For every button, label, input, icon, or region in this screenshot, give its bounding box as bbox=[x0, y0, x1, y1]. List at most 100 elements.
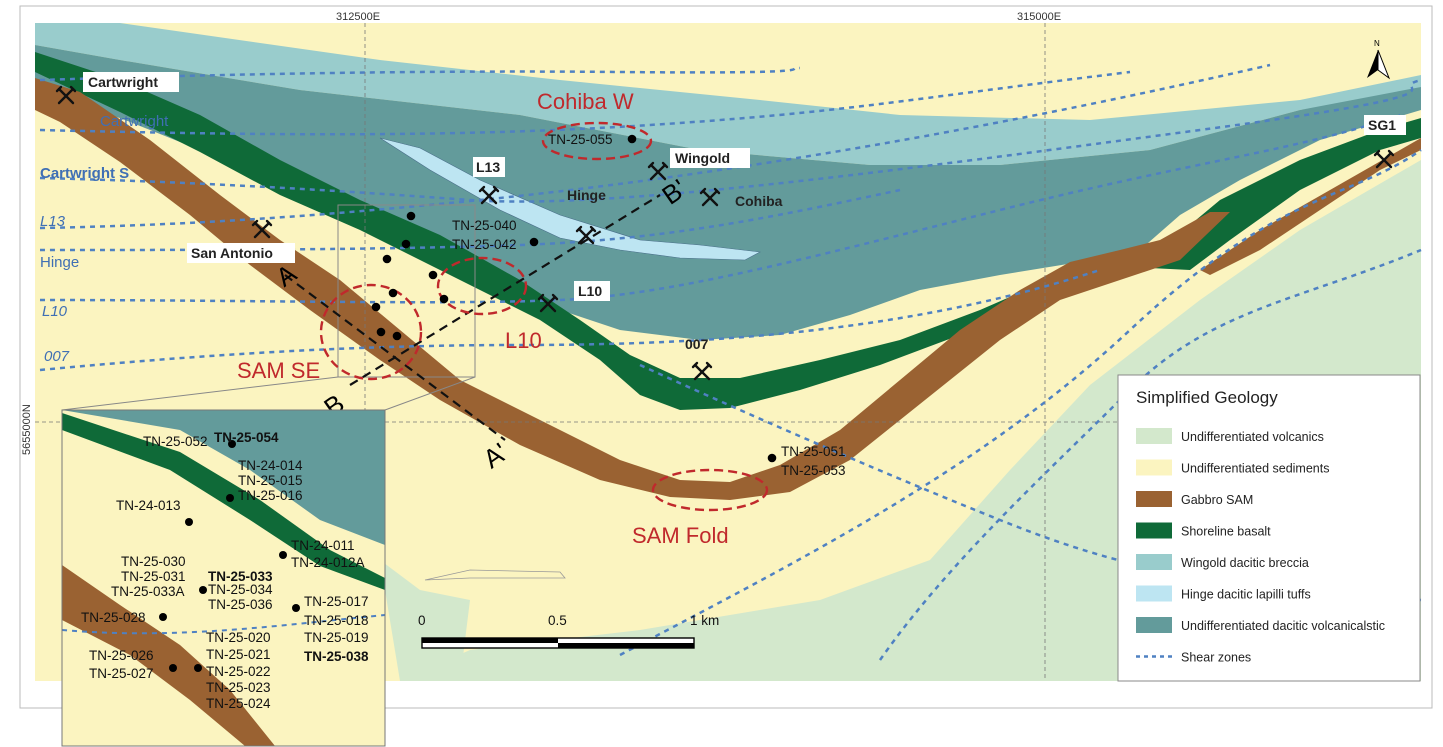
inset-extent-box bbox=[337, 204, 476, 378]
mine-icon bbox=[251, 219, 273, 239]
shear-zone-line bbox=[39, 63, 1271, 230]
drillhole-point bbox=[371, 302, 381, 312]
section-line-b bbox=[349, 194, 661, 386]
inset-drillhole-label: TN-25-017 bbox=[304, 594, 369, 609]
shear-label-cartwright: Cartwright bbox=[100, 113, 169, 130]
inset-drillhole-label: TN-25-026 bbox=[89, 648, 154, 663]
drillhole-label-fold-b: TN-25-053 bbox=[781, 463, 846, 478]
legend-item: Wingold dacitic breccia bbox=[1136, 554, 1309, 570]
inset-frame bbox=[61, 409, 386, 747]
target-label-sam-se: SAM SE bbox=[237, 358, 320, 383]
legend-swatch bbox=[1136, 617, 1172, 633]
scale-bar-segment bbox=[558, 643, 694, 648]
drillhole-point bbox=[159, 613, 167, 621]
drillhole-point bbox=[406, 211, 416, 221]
drillhole-point bbox=[767, 453, 777, 463]
inset-drillhole-label: TN-25-038 bbox=[304, 649, 369, 664]
legend-label: Undifferentiated sediments bbox=[1181, 462, 1329, 476]
legend-label: Undifferentiated dacitic volcanicalstic bbox=[1181, 619, 1385, 633]
mine-label-007: 007 bbox=[685, 336, 709, 352]
mine-label-box bbox=[473, 157, 505, 177]
inset-leader bbox=[61, 376, 339, 411]
drillhole-point bbox=[401, 239, 411, 249]
inset-drillhole-label: TN-25-034 bbox=[208, 582, 273, 597]
shear-zone-line bbox=[39, 268, 1101, 372]
scale-label-half: 0.5 bbox=[548, 613, 567, 628]
shear-label-007: 007 bbox=[44, 348, 70, 365]
drillhole-point bbox=[388, 288, 398, 298]
north-arrow-left bbox=[1367, 50, 1378, 78]
legend-item: Undifferentiated sediments bbox=[1136, 459, 1329, 476]
inset-basalt bbox=[62, 413, 385, 590]
target-ellipse-sam-se bbox=[319, 283, 423, 381]
legend-swatch bbox=[1136, 459, 1172, 476]
legend-item: Shoreline basalt bbox=[1136, 522, 1271, 539]
shoreline-feature bbox=[424, 569, 566, 581]
drillhole-dots bbox=[371, 134, 777, 463]
legend-item: Undifferentiated volcanics bbox=[1136, 428, 1324, 444]
northing-label: 5655000N bbox=[21, 404, 33, 455]
drillhole-point bbox=[428, 270, 438, 280]
drillhole-point bbox=[627, 134, 637, 144]
mine-icon bbox=[691, 361, 713, 381]
shear-label-cartwright-s: Cartwright S bbox=[40, 165, 129, 182]
inset-drillhole-label: TN-25-020 bbox=[206, 630, 271, 645]
mine-label-box bbox=[83, 72, 179, 92]
shear-label-l13: L13 bbox=[40, 213, 66, 230]
mine-icon bbox=[55, 85, 77, 105]
breccia-band bbox=[35, 23, 1421, 165]
inset-drillhole-label: TN-25-031 bbox=[121, 569, 186, 584]
drillhole-point bbox=[185, 518, 193, 526]
mine-label-box bbox=[1364, 115, 1406, 135]
inset-drillhole-label: TN-25-021 bbox=[206, 647, 271, 662]
inset-drillhole-label: TN-25-036 bbox=[208, 597, 273, 612]
drillhole-label-l13-b: TN-25-042 bbox=[452, 237, 517, 252]
target-label-l10: L10 bbox=[505, 328, 542, 353]
legend-swatch bbox=[1136, 428, 1172, 444]
inset-gabbro bbox=[62, 565, 275, 746]
drillhole-point bbox=[292, 604, 300, 612]
mine-icon bbox=[1373, 149, 1395, 169]
mine-label-cartwright: Cartwright bbox=[88, 74, 158, 90]
shear-zone-line bbox=[619, 148, 1422, 657]
target-label-sam-fold: SAM Fold bbox=[632, 523, 729, 548]
easting-label-1: 312500E bbox=[336, 11, 380, 23]
inset-drillhole-label: TN-25-015 bbox=[238, 473, 303, 488]
scale-bar-segment bbox=[422, 638, 558, 643]
inset-drillhole-label: TN-24-014 bbox=[238, 458, 303, 473]
legend-items: Undifferentiated volcanicsUndifferentiat… bbox=[1136, 428, 1385, 665]
drillhole-point bbox=[376, 327, 386, 337]
shear-zones bbox=[39, 63, 1422, 661]
target-ellipse-l10 bbox=[436, 256, 528, 316]
inset-drillhole-label: TN-25-052 bbox=[143, 434, 208, 449]
legend-swatch bbox=[1136, 491, 1172, 507]
drillhole-label-l13-a: TN-25-040 bbox=[452, 218, 517, 233]
legend-item: Hinge dacitic lapilli tuffs bbox=[1136, 585, 1311, 602]
lapilli-lens bbox=[379, 137, 761, 261]
legend-swatch bbox=[1136, 585, 1172, 602]
shear-zone-line bbox=[39, 113, 1401, 304]
legend-title: Simplified Geology bbox=[1136, 388, 1278, 407]
legend-swatch bbox=[1136, 522, 1172, 539]
legend-swatch bbox=[1136, 554, 1172, 570]
drillhole-point bbox=[382, 254, 392, 264]
drillhole-point bbox=[169, 664, 177, 672]
target-ellipse-sam-fold bbox=[651, 468, 769, 512]
mine-label-l13: L13 bbox=[476, 159, 500, 175]
shear-zone-line bbox=[39, 188, 901, 252]
legend-label: Undifferentiated volcanics bbox=[1181, 430, 1324, 444]
inset-drillhole-label: TN-25-019 bbox=[304, 630, 369, 645]
shear-label-hinge: Hinge bbox=[40, 254, 79, 271]
shear-zone-line bbox=[39, 66, 801, 82]
inset-drillhole-label: TN-25-022 bbox=[206, 664, 271, 679]
inset-drillhole-label: TN-24-013 bbox=[116, 498, 181, 513]
mine-symbols bbox=[55, 85, 1395, 381]
easting-label-2: 315000E bbox=[1017, 11, 1061, 23]
drillhole-label-fold-a: TN-25-051 bbox=[781, 444, 846, 459]
mine-label-wingold: Wingold bbox=[675, 150, 730, 166]
inset-shear-zone bbox=[62, 614, 385, 635]
